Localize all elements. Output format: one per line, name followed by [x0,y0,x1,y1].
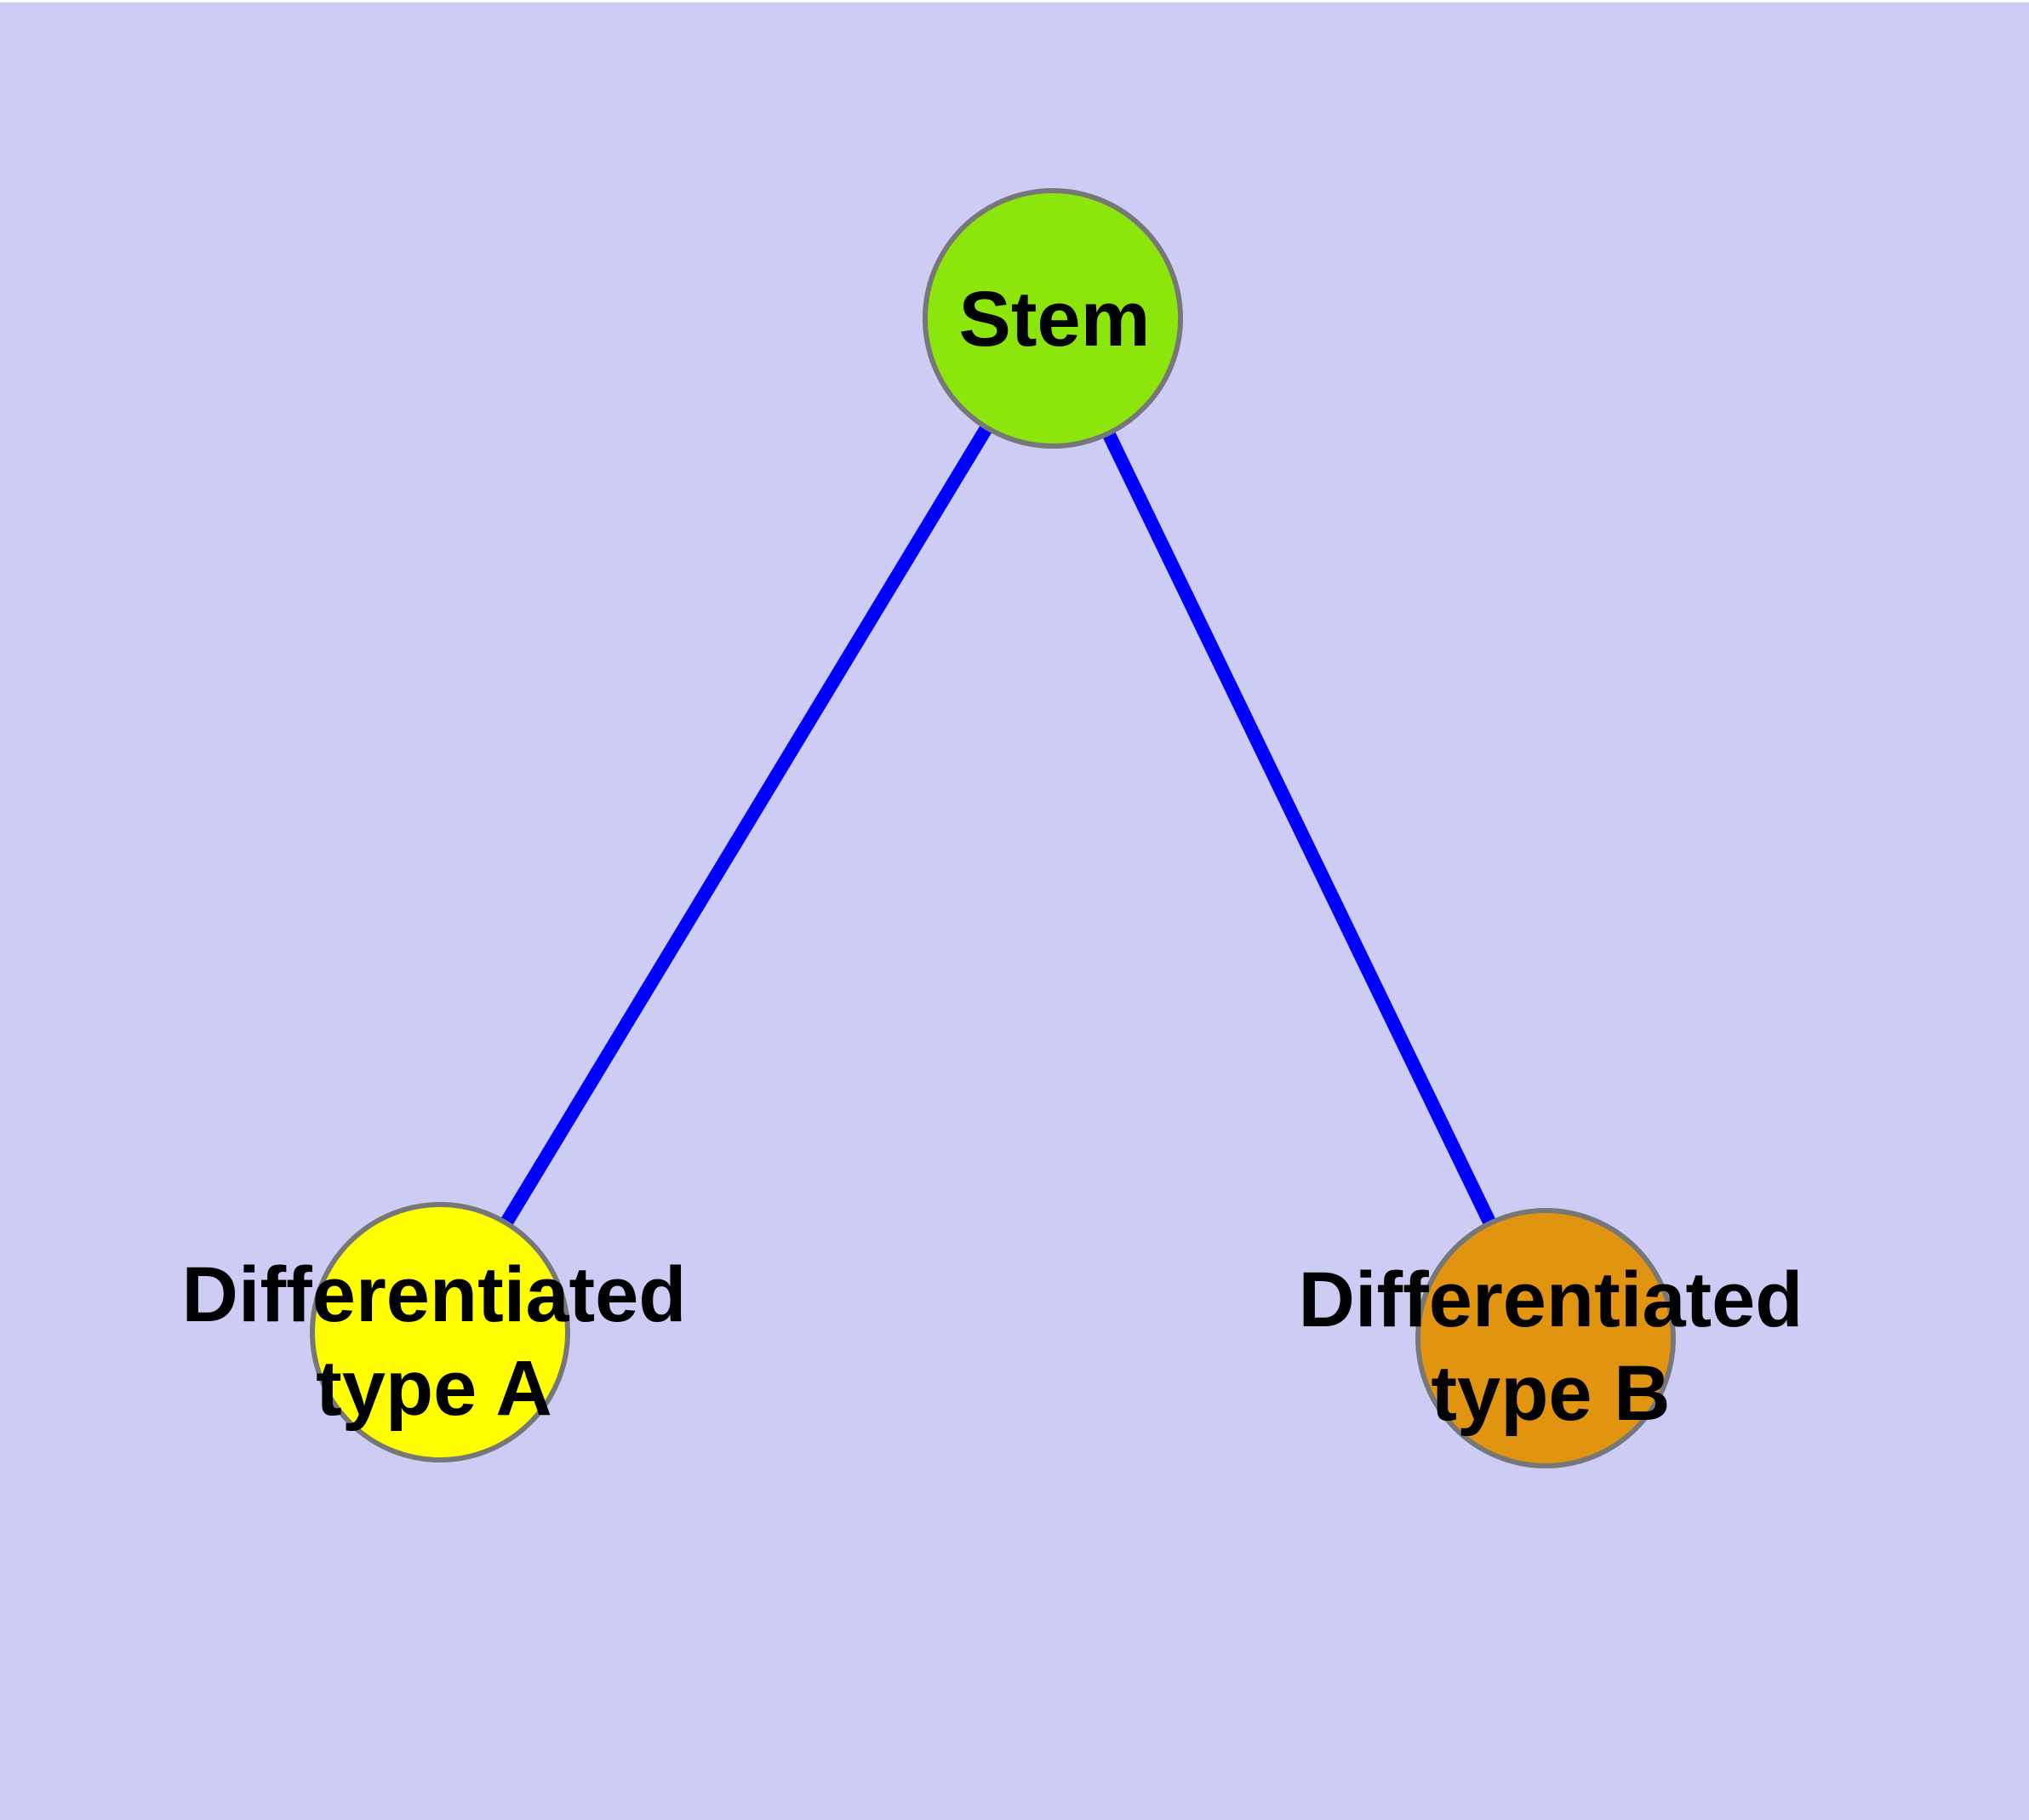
node-type-a-label-line1: Differentiated [182,1251,687,1338]
node-stem: Stem [923,188,1183,449]
node-type-a-label-line2: type A [316,1345,552,1432]
node-type-b-label-line1: Differentiated [1299,1256,1803,1343]
node-stem-circle [923,188,1183,449]
node-differentiated-type-b: Differentiated type B [1299,1208,1803,1468]
node-type-b-circle [1415,1208,1676,1468]
edge-stem-to-type-a [434,314,1059,1336]
node-differentiated-type-a: Differentiated type A [182,1202,687,1462]
node-type-b-label-line2: type B [1431,1350,1670,1437]
node-type-a-circle [310,1202,570,1462]
node-stem-label: Stem [959,276,1151,363]
edge-stem-to-type-b [1046,315,1552,1342]
